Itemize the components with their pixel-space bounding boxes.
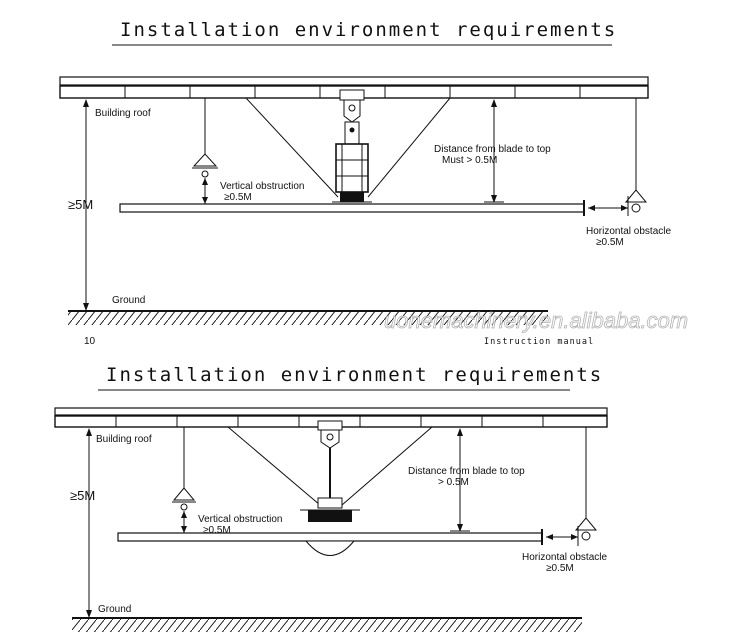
- panel-2-blade-top-dimension: [450, 428, 470, 532]
- panel-1-height-label: ≥5M: [68, 197, 93, 212]
- panel-1-horizontal-obstacle-label: Horizontal obstacle: [586, 226, 671, 237]
- panel-1-vertical-obstruction-lamp: [192, 98, 218, 204]
- panel-2-diagram: Installation environment requirements Bu…: [54, 364, 608, 632]
- panel-1-vertical-obstruction-label: Vertical obstruction: [220, 181, 305, 192]
- panel-1-fan: [119, 89, 585, 216]
- panel-2-height-dimension: [86, 428, 92, 618]
- panel-2-vertical-obstruction-label: Vertical obstruction: [198, 514, 283, 525]
- manual-label: Instruction manual: [484, 337, 594, 347]
- panel-2-horizontal-obstacle-value: ≥0.5M: [546, 563, 574, 574]
- panel-2-fan: [117, 420, 543, 556]
- panel-1-distance-label: Distance from blade to top: [434, 144, 551, 155]
- page-number: 10: [84, 336, 96, 347]
- panel-1-vertical-obstruction-value: ≥0.5M: [224, 192, 252, 203]
- panel-1-diagram: Installation environment requirements Bu…: [59, 19, 671, 347]
- panel-2-horizontal-obstacle-label: Horizontal obstacle: [522, 552, 607, 563]
- panel-2-building-roof-label: Building roof: [96, 434, 152, 445]
- panel-2-title: Installation environment requirements: [106, 364, 603, 386]
- panel-1-horizontal-obstacle-value: ≥0.5M: [596, 237, 624, 248]
- panel-1-ground-label: Ground: [112, 295, 145, 306]
- panel-2-vertical-obstruction-lamp: [172, 427, 196, 533]
- panel-1-height-dimension: [83, 99, 89, 311]
- panel-1-ground-hatch: [68, 311, 548, 325]
- panel-2-distance-value: > 0.5M: [438, 477, 469, 488]
- panel-1-blade-top-dimension: [484, 99, 504, 203]
- panel-1-distance-value: Must > 0.5M: [442, 155, 497, 166]
- panel-2-distance-label: Distance from blade to top: [408, 466, 525, 477]
- watermark-text: uonemachinery.en.alibaba.com: [384, 308, 688, 333]
- panel-2-ground-hatch: [72, 618, 582, 632]
- panel-2-ground-label: Ground: [98, 604, 131, 615]
- panel-1-horizontal-obstacle-lamp: [588, 98, 648, 216]
- panel-1-building-roof-label: Building roof: [95, 108, 151, 119]
- panel-2-horizontal-obstacle-lamp: [546, 427, 598, 546]
- panel-2-height-label: ≥5M: [70, 488, 95, 503]
- panel-1-title: Installation environment requirements: [120, 19, 617, 41]
- panel-2-vertical-obstruction-value: ≥0.5M: [203, 525, 231, 536]
